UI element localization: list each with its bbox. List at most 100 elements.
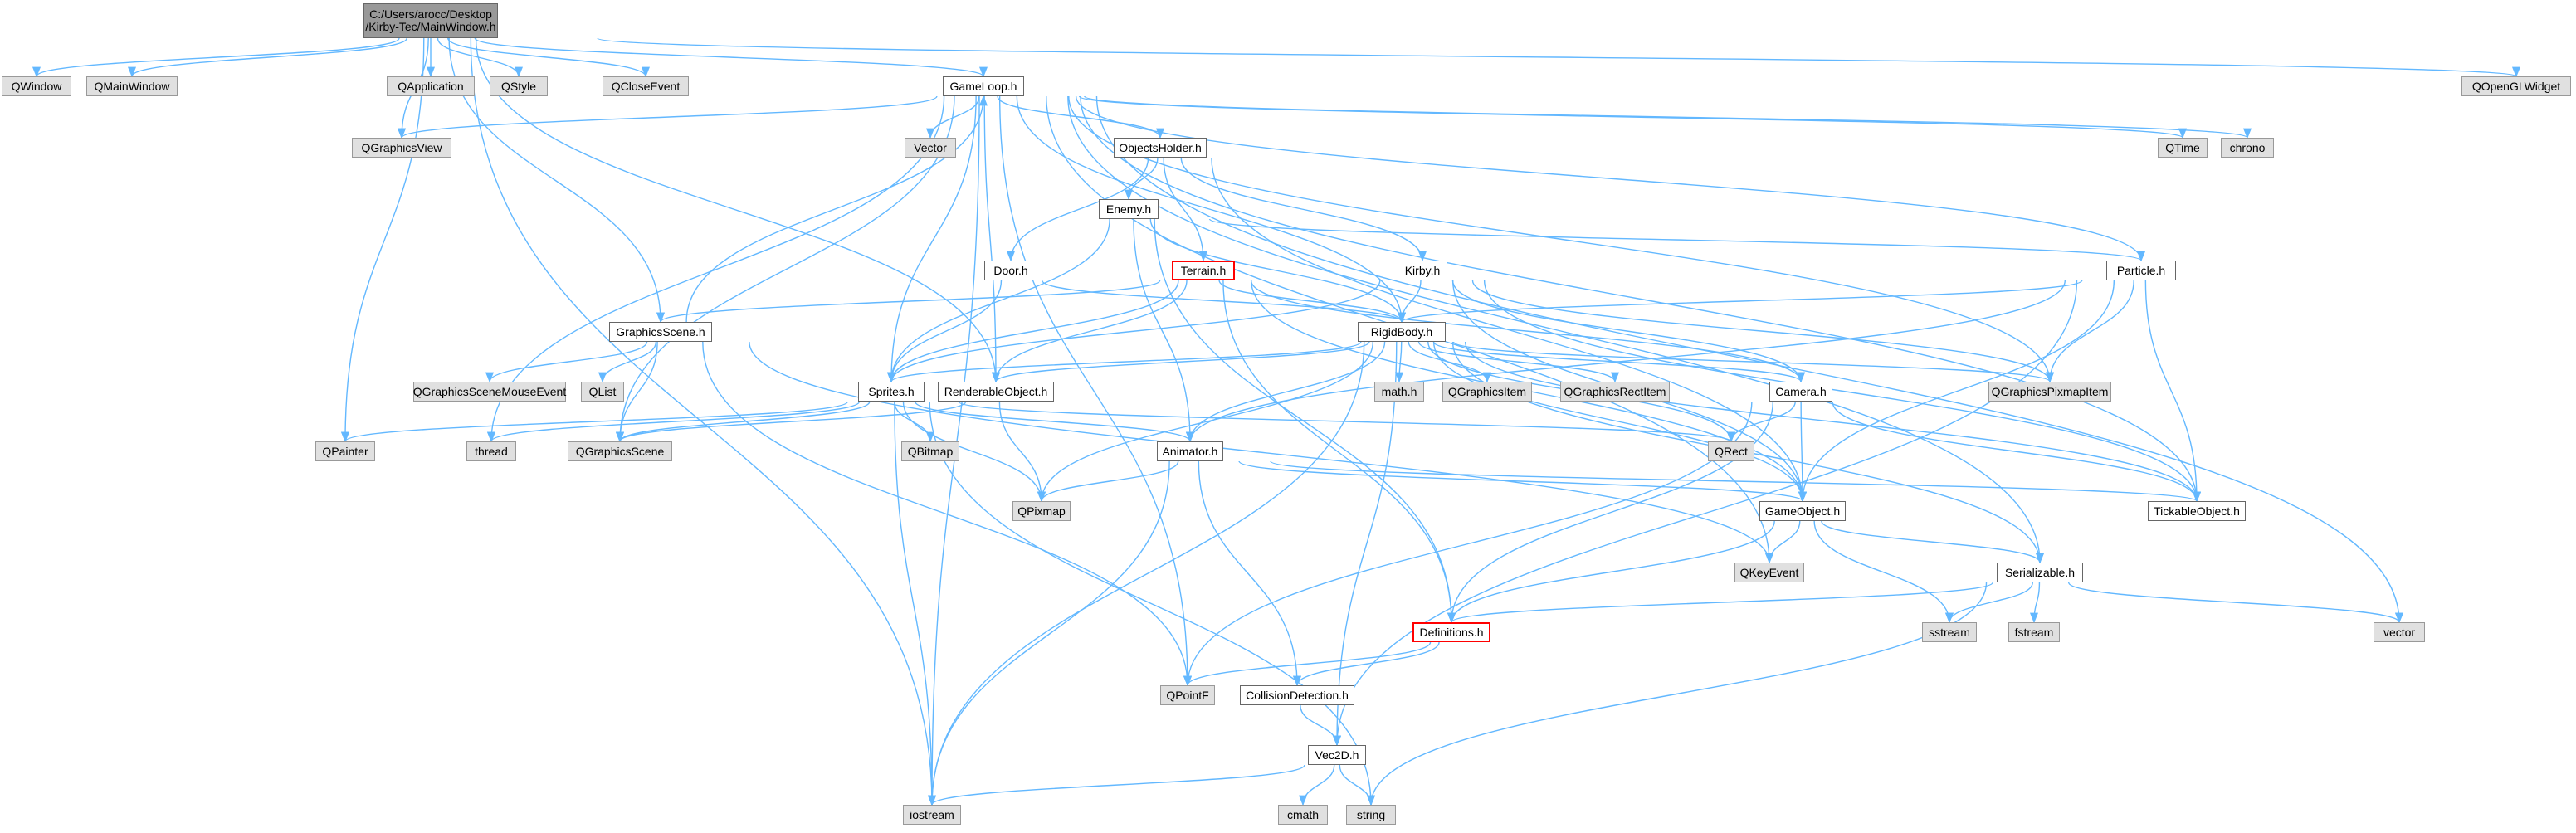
dependency-edges (32, 37, 2520, 806)
edge-particle-to-animator (1186, 280, 2066, 443)
edge-rigidbody-to-iostream (927, 341, 1365, 806)
edge-camera-to-qrect (1726, 401, 1796, 443)
edge-gameloop-to-sprites (886, 95, 977, 383)
edge-mainwindow-to-qwindow (32, 37, 400, 78)
node-door[interactable]: Door.h (984, 261, 1037, 280)
node-iostream: iostream (903, 805, 961, 825)
root-node-line1: C:/Users/arocc/Desktop (369, 7, 492, 21)
node-gameobject[interactable]: GameObject.h (1759, 501, 1846, 521)
root-node-line2: /Kirby-Tec/MainWindow.h (365, 20, 496, 33)
node-qgraphicsscenemouseevent: QGraphicsSceneMouseEvent (413, 382, 566, 402)
edge-graphicsscene-to-qlist (598, 341, 657, 383)
node-fstream: fstream (2008, 622, 2060, 642)
node-qmainwindow: QMainWindow (86, 76, 178, 96)
root-node-mainwindow[interactable]: C:/Users/arocc/Desktop /Kirby-Tec/MainWi… (363, 3, 498, 38)
edge-serializable-to-sstream (1945, 582, 2033, 624)
edge-mainwindow-to-qopenglwidget (597, 37, 2520, 78)
edge-enemy-to-sprites (886, 218, 1110, 383)
edge-particle-to-qgraphicspixmapitem (2045, 280, 2134, 383)
edge-gameobject-to-sstream (1813, 520, 1954, 624)
node-particle[interactable]: Particle.h (2106, 261, 2176, 280)
node-rigidbody[interactable]: RigidBody.h (1358, 322, 1446, 342)
edge-vec2d-to-cmath (1298, 764, 1335, 806)
node-vec2d[interactable]: Vec2D.h (1308, 745, 1366, 765)
node-tickableobject[interactable]: TickableObject.h (2148, 501, 2246, 521)
edge-gameloop-to-vector (1095, 95, 2403, 624)
edge-enemy-to-animator (1133, 218, 1195, 443)
node-thread: thread (466, 441, 516, 461)
edge-camera-to-tickableobject (1832, 401, 2201, 503)
edge-kirby-to-tickableobject (1483, 280, 2201, 503)
edge-rigidbody-to-qpixmap (1037, 341, 1373, 503)
node-terrain[interactable]: Terrain.h (1172, 261, 1235, 280)
edge-terrain-to-rigidbody (1218, 280, 1406, 324)
edge-sprites-to-qpainter (341, 401, 849, 443)
node-qpixmap: QPixmap (1012, 501, 1071, 521)
node-qgraphicspixmapitem: QGraphicsPixmapItem (1988, 382, 2111, 402)
node-kirby[interactable]: Kirby.h (1398, 261, 1447, 280)
edge-animator-to-qpixmap (1037, 460, 1179, 503)
edge-objectsholder-to-door (1006, 157, 1149, 262)
edge-definitions-to-collisiondetection (1293, 641, 1440, 687)
edge-sprites-to-string (929, 401, 1376, 806)
node-serializable[interactable]: Serializable.h (1997, 563, 2083, 582)
edge-rigidbody-to-qgraphicspixmapitem (1452, 341, 2054, 383)
edge-rigidbody-to-qgraphicsrectitem (1417, 341, 1619, 383)
node-enemy[interactable]: Enemy.h (1099, 199, 1159, 219)
edge-graphicsscene-to-qgraphicsscene (615, 341, 658, 443)
edge-serializable-to-fstream (2029, 582, 2041, 624)
node-qpointf: QPointF (1160, 685, 1215, 705)
edge-rigidbody-to-tickableobject (1464, 341, 2201, 503)
edge-rigidbody-to-sprites (887, 341, 1362, 383)
node-qstyle: QStyle (490, 76, 548, 96)
node-objectsholder[interactable]: ObjectsHolder.h (1114, 138, 1207, 158)
node-camera[interactable]: Camera.h (1769, 382, 1832, 402)
node-animator[interactable]: Animator.h (1157, 441, 1223, 461)
edge-gameobject-to-definitions (1447, 520, 1775, 624)
node-qopenglwidget: QOpenGLWidget (2461, 76, 2571, 96)
edge-mainwindow-to-renderableobject (475, 37, 1001, 383)
edge-sprites-to-thread (487, 401, 861, 443)
edge-gameloop-to-qgraphicspixmapitem (1068, 95, 2054, 383)
node-definitions[interactable]: Definitions.h (1412, 622, 1490, 642)
node-qgraphicsitem: QGraphicsItem (1442, 382, 1532, 402)
edge-rigidbody-to-animator (1186, 341, 1386, 443)
edge-camera-to-definitions (1447, 401, 1774, 624)
edge-mainwindow-to-qmainwindow (128, 37, 407, 78)
node-string: string (1346, 805, 1396, 825)
edge-sprites-to-qpixmap (902, 401, 1046, 503)
node-sstream: sstream (1922, 622, 1977, 642)
node-qcloseevent: QCloseEvent (603, 76, 689, 96)
edge-renderableobject-to-qpixmap (998, 401, 1046, 503)
node-qkeyevent: QKeyEvent (1734, 563, 1804, 582)
edge-terrain-to-definitions (1222, 280, 1456, 624)
edge-particle-to-tickableobject (2144, 280, 2202, 503)
edge-animator-to-collisiondetection (1198, 460, 1302, 687)
node-chrono: chrono (2221, 138, 2274, 158)
node-renderableobject[interactable]: RenderableObject.h (938, 382, 1054, 402)
edge-gameobject-to-serializable (1821, 520, 2044, 564)
edge-vec2d-to-string (1339, 764, 1376, 806)
edge-sprites-to-animator (915, 401, 1194, 443)
node-collisiondetection[interactable]: CollisionDetection.h (1240, 685, 1354, 705)
edge-objectsholder-to-enemy (1124, 157, 1159, 201)
node-cmath: cmath (1278, 805, 1328, 825)
edge-rigidbody-to-renderableobject (992, 341, 1370, 383)
node-sprites[interactable]: Sprites.h (858, 382, 925, 402)
edge-camera-to-gameobject (1798, 401, 1808, 503)
edge-mainwindow-to-qpainter (340, 37, 425, 443)
edge-terrain-to-camera (1250, 280, 1805, 383)
edge-terrain-to-renderableobject (992, 280, 1188, 383)
edge-collisiondetection-to-vec2d (1300, 704, 1342, 747)
edge-graphicsscene-to-qkeyevent (749, 341, 1773, 564)
node-qbitmap: QBitmap (901, 441, 959, 461)
edge-gameloop-to-particle (1075, 95, 2145, 262)
node-gameloop[interactable]: GameLoop.h (943, 76, 1024, 96)
edge-renderableobject-to-qgraphicsscene (616, 401, 967, 443)
edge-objectsholder-to-kirby (1180, 157, 1427, 262)
node-qrect: QRect (1708, 441, 1754, 461)
node-graphicsscene[interactable]: GraphicsScene.h (609, 322, 712, 342)
edge-particle-to-rigidbody (1398, 280, 2083, 324)
edge-mainwindow-to-iostream (470, 37, 937, 806)
